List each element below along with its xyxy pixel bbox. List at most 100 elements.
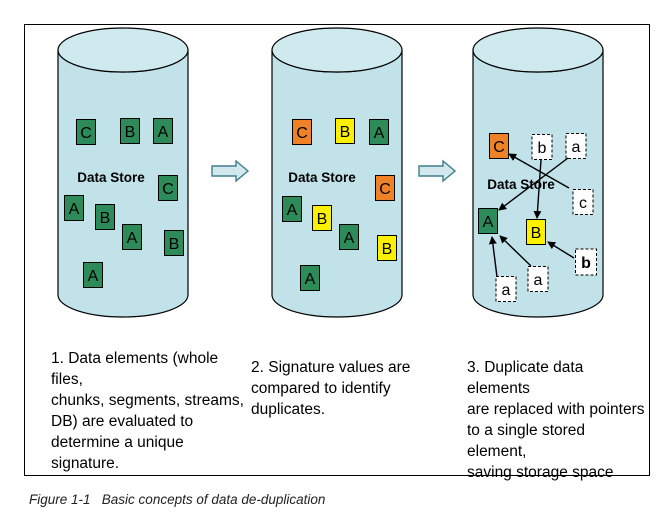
block-rect: [489, 133, 509, 159]
block-rect: [526, 219, 546, 245]
block-letter: A: [305, 271, 316, 288]
block-letter: a: [502, 282, 511, 299]
block-letter: C: [296, 125, 308, 142]
block-rect: [164, 230, 184, 256]
block-rect: [292, 119, 312, 145]
pointer-a1-to-A: [488, 236, 498, 278]
block-rect: [335, 118, 355, 144]
cylinder-top: [57, 27, 189, 73]
data-block-C: C: [292, 119, 312, 145]
block-letter: B: [100, 210, 111, 227]
figure-title: Basic concepts of data de-duplication: [101, 492, 326, 507]
block-letter: B: [531, 225, 542, 242]
block-letter: a: [572, 139, 581, 156]
cylinder-top: [472, 27, 604, 73]
data-block-a: a: [565, 133, 587, 159]
block-rect: [495, 276, 517, 302]
block-letter: b: [581, 255, 591, 272]
block-letter: B: [382, 241, 393, 258]
block-rect: [64, 195, 84, 221]
block-rect: [120, 118, 140, 144]
block-rect: [478, 208, 498, 234]
block-letter: C: [493, 139, 505, 156]
data-block-b: b: [531, 134, 553, 160]
block-rect: [339, 224, 359, 250]
block-rect: [565, 133, 587, 159]
step-2-text: 2. Signature values are compared to iden…: [251, 359, 411, 418]
data-store-label: Data Store: [288, 170, 356, 185]
data-store-cylinder-3: Data Store: [472, 27, 604, 318]
block-rect: [531, 134, 553, 160]
data-block-A: A: [300, 265, 320, 291]
block-letter: B: [340, 124, 351, 141]
block-letter: B: [125, 124, 136, 141]
data-block-a: a: [495, 276, 517, 302]
data-block-B: B: [312, 205, 332, 231]
data-block-C: C: [158, 175, 178, 201]
data-block-A: A: [64, 195, 84, 221]
block-rect: [282, 196, 302, 222]
data-block-B: B: [164, 230, 184, 256]
block-letter: A: [483, 214, 494, 231]
block-letter: A: [127, 230, 138, 247]
block-rect: [377, 235, 397, 261]
data-block-A: A: [478, 208, 498, 234]
pointer-a-to-A: [498, 157, 569, 211]
block-rect: [527, 266, 549, 292]
data-store-label: Data Store: [487, 177, 555, 192]
block-letter: A: [287, 202, 298, 219]
data-block-C: C: [375, 175, 395, 201]
flow-arrow-1-to-2: [211, 159, 250, 183]
step-3-text: 3. Duplicate data elements are replaced …: [467, 359, 645, 481]
block-letter: A: [374, 125, 385, 142]
data-store-label: Data Store: [77, 170, 145, 185]
data-block-c: c: [572, 189, 594, 215]
cylinder-top: [271, 27, 403, 73]
figure-caption: Figure 1-1 Basic concepts of data de-dup…: [29, 492, 325, 507]
data-block-B: B: [526, 219, 546, 245]
block-rect: [375, 175, 395, 201]
block-rect: [76, 119, 96, 145]
flow-arrow-2-to-3: [418, 159, 457, 183]
block-rect: [369, 119, 389, 145]
block-rect: [572, 189, 594, 215]
block-rect: [158, 175, 178, 201]
block-letter: A: [344, 230, 355, 247]
data-store-cylinder-1: Data Store: [57, 27, 189, 318]
data-block-A: A: [153, 118, 173, 144]
block-letter: A: [69, 201, 80, 218]
figure-frame: [24, 24, 650, 476]
data-block-A: A: [122, 224, 142, 250]
data-block-C: C: [76, 119, 96, 145]
pointer-b-bold-to-B: [547, 241, 575, 259]
pointer-c-to-C: [508, 153, 570, 189]
pointer-b-to-B: [533, 159, 542, 219]
block-letter: A: [158, 124, 169, 141]
block-rect: [83, 262, 103, 288]
data-block-a: a: [527, 266, 549, 292]
block-rect: [153, 118, 173, 144]
block-rect: [95, 204, 115, 230]
data-block-B: B: [95, 204, 115, 230]
data-store-cylinder-2: Data Store: [271, 27, 403, 318]
block-letter: c: [579, 195, 587, 212]
block-letter: A: [88, 268, 99, 285]
data-block-b: b: [575, 248, 597, 276]
data-block-B: B: [335, 118, 355, 144]
block-letter: B: [169, 236, 180, 253]
block-rect: [300, 265, 320, 291]
pointer-a2-to-A: [499, 235, 532, 267]
data-block-C: C: [489, 133, 509, 159]
block-letter: C: [379, 181, 391, 198]
data-block-A: A: [282, 196, 302, 222]
block-letter: B: [317, 211, 328, 228]
block-letter: C: [80, 125, 92, 142]
data-block-B: B: [377, 235, 397, 261]
block-letter: C: [162, 181, 174, 198]
block-rect: [575, 248, 597, 276]
figure-number: Figure 1-1: [29, 492, 91, 507]
data-block-B: B: [120, 118, 140, 144]
data-block-A: A: [339, 224, 359, 250]
block-letter: b: [538, 140, 547, 157]
